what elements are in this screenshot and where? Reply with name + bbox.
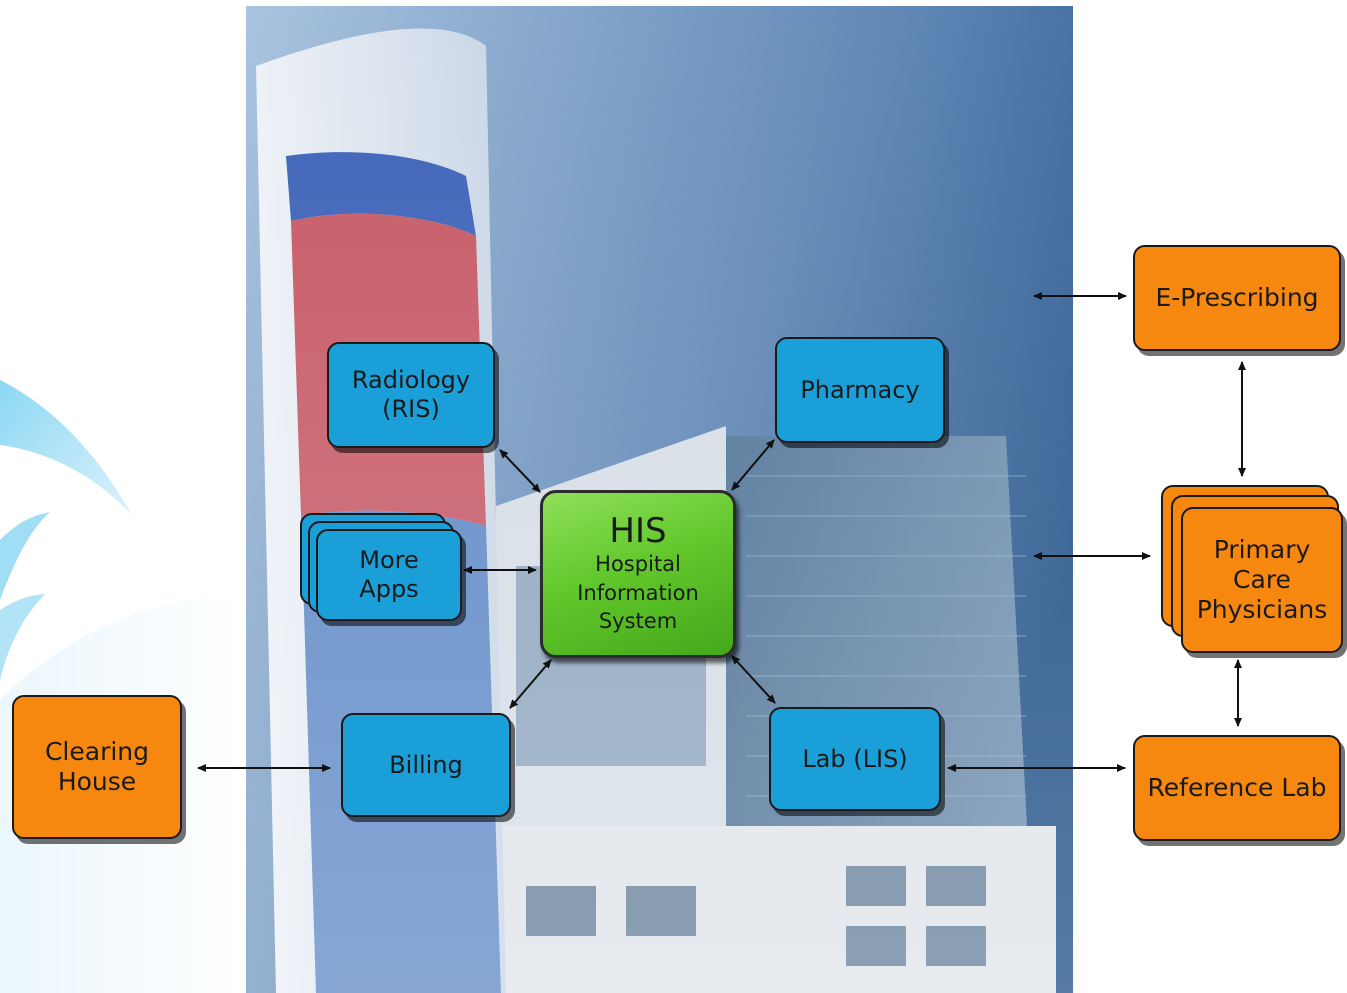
clearing-house-node: Clearing House [12, 695, 182, 839]
reference-lab-label: Reference Lab [1147, 773, 1327, 802]
lab-label: Lab (LIS) [802, 744, 908, 773]
more-apps-node: More Apps [316, 529, 462, 621]
billing-label: Billing [389, 750, 463, 779]
reference-lab-node: Reference Lab [1133, 735, 1341, 841]
his-title: HIS [609, 510, 667, 551]
billing-node: Billing [341, 713, 511, 817]
primary-care-node: Primary Care Physicians [1181, 507, 1343, 653]
his-subtitle: Hospital Information System [577, 552, 699, 633]
radiology-node: Radiology (RIS) [327, 342, 495, 448]
more-apps-label: More Apps [359, 546, 419, 603]
lab-node: Lab (LIS) [769, 707, 941, 811]
radiology-label: Radiology (RIS) [351, 366, 471, 423]
e-prescribing-label: E-Prescribing [1155, 283, 1319, 312]
pharmacy-node: Pharmacy [775, 337, 945, 443]
clearing-house-label: Clearing House [44, 737, 150, 796]
pharmacy-label: Pharmacy [800, 375, 920, 404]
his-node: HIS Hospital Information System [540, 490, 736, 658]
e-prescribing-node: E-Prescribing [1133, 245, 1341, 351]
primary-care-label: Primary Care Physicians [1196, 535, 1328, 624]
